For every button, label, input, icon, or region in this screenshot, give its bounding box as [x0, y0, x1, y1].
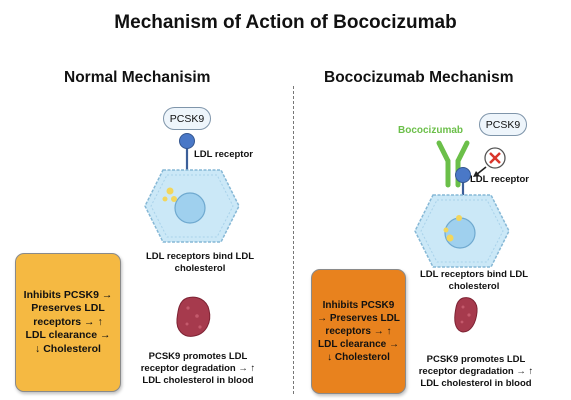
bococizumab-label: Bococizumab — [398, 125, 464, 136]
liver-icon — [176, 296, 211, 337]
left-receptor-label: LDL receptor — [194, 149, 253, 160]
hepatocyte-cell-icon — [144, 169, 240, 243]
arrow-icon — [473, 166, 487, 177]
right-pcsk9-label: PCSK9 — [485, 118, 521, 131]
page-title: Mechanism of Action of Bococizumab — [114, 12, 457, 33]
right-receptor-label: LDL receptor — [470, 174, 529, 185]
blocked-x-icon — [484, 147, 506, 169]
pcsk9-protein-icon: PCSK9 — [479, 113, 527, 136]
right-effect-text: Inhibits PCSK9 → Preserves LDL receptors… — [317, 300, 400, 363]
section-divider — [293, 86, 294, 394]
left-liver-caption: PCSK9 promotes LDL receptor degradation … — [140, 351, 256, 386]
left-heading: Normal Mechanisim — [64, 69, 211, 86]
liver-icon — [454, 297, 478, 333]
pcsk9-label: PCSK9 — [169, 112, 205, 125]
pcsk9-protein-icon: PCSK9 — [163, 107, 211, 130]
ldl-receptor-icon — [179, 133, 195, 173]
right-cell-caption: LDL receptors bind LDL cholesterol — [419, 269, 529, 292]
right-heading: Bococizumab Mechanism — [324, 69, 514, 86]
right-liver-caption: PCSK9 promotes LDL receptor degradation … — [418, 354, 534, 389]
left-effect-box: Inhibits PCSK9 → Preserves LDL receptors… — [15, 253, 121, 392]
right-effect-box: Inhibits PCSK9 → Preserves LDL receptors… — [311, 269, 406, 394]
left-effect-text: Inhibits PCSK9 → Preserves LDL receptors… — [23, 288, 113, 355]
left-cell-caption: LDL receptors bind LDL cholesterol — [145, 251, 255, 274]
hepatocyte-cell-icon — [414, 194, 510, 268]
